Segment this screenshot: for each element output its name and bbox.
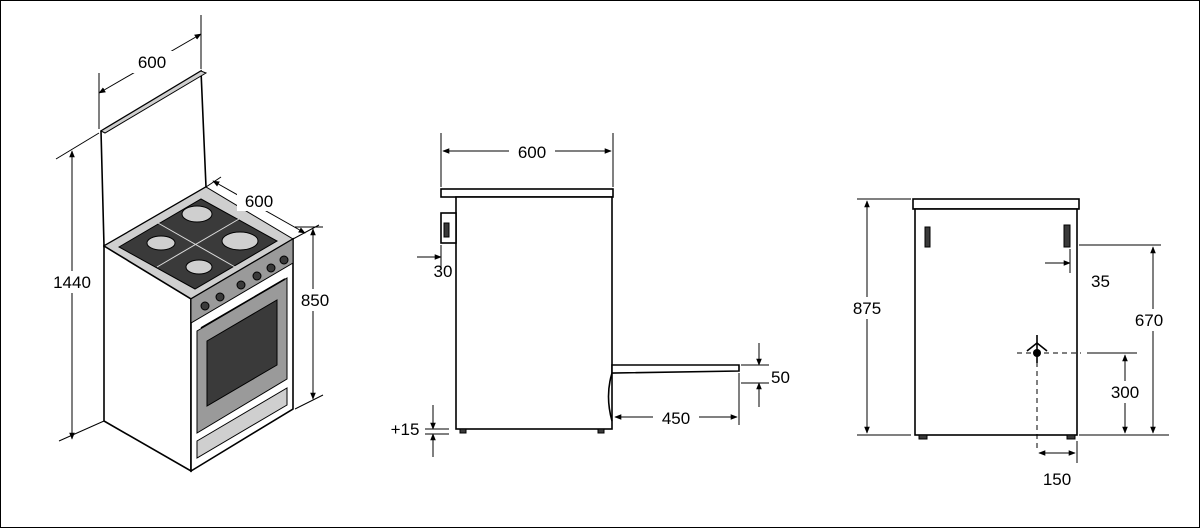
cabinet-back — [914, 208, 1078, 436]
upper-connection-icon — [1063, 224, 1071, 248]
oven-handle — [200, 278, 286, 329]
knob-icon — [252, 271, 262, 281]
extension-line — [294, 394, 324, 410]
depth-label: 600 — [245, 192, 273, 211]
door-thickness-label: 50 — [771, 368, 790, 387]
upper-connection-label: 670 — [1135, 311, 1163, 330]
rear-view: 875 35 670 300 150 — [845, 198, 1173, 489]
body-height-label: 850 — [301, 291, 329, 310]
side-width-label: 600 — [518, 143, 546, 162]
knob-icon — [443, 222, 450, 238]
foot — [459, 428, 467, 434]
vent-icon — [924, 226, 931, 248]
foot — [918, 434, 928, 440]
open-door — [611, 364, 740, 374]
burner-icon — [181, 205, 213, 223]
isometric-view: 600 600 1440 850 — [45, 15, 333, 473]
door-hinge-arc — [607, 372, 613, 422]
burner-icon — [146, 235, 176, 251]
knob-icon — [279, 255, 289, 265]
hob-top-edge — [440, 188, 614, 198]
offset-label: 30 — [434, 262, 453, 281]
extension-line — [58, 420, 105, 442]
foot-label: +15 — [391, 420, 420, 439]
knob-icon — [200, 301, 210, 311]
foot — [597, 428, 605, 434]
extension-line — [55, 132, 100, 160]
burner-icon — [185, 259, 213, 275]
side-offset-label: 150 — [1043, 470, 1071, 489]
gas-connection-label: 300 — [1111, 383, 1139, 402]
rear-height-label: 875 — [853, 299, 881, 318]
knob-icon — [266, 263, 276, 273]
storage-drawer — [196, 387, 288, 459]
hob-top-edge — [912, 198, 1080, 210]
knob-icon — [215, 292, 225, 302]
cabinet-side — [455, 196, 613, 430]
foot — [1066, 434, 1076, 440]
control-knobs — [200, 255, 289, 311]
knob-icon — [236, 280, 246, 290]
oven-window — [206, 299, 278, 407]
door-open-label: 450 — [662, 409, 690, 428]
total-height-label: 1440 — [53, 273, 91, 292]
width-label: 600 — [138, 53, 166, 72]
extension-line — [205, 176, 222, 188]
side-view: 600 30 +15 450 50 — [391, 133, 790, 457]
burner-icon — [221, 231, 259, 251]
inset-label: 35 — [1091, 272, 1110, 291]
